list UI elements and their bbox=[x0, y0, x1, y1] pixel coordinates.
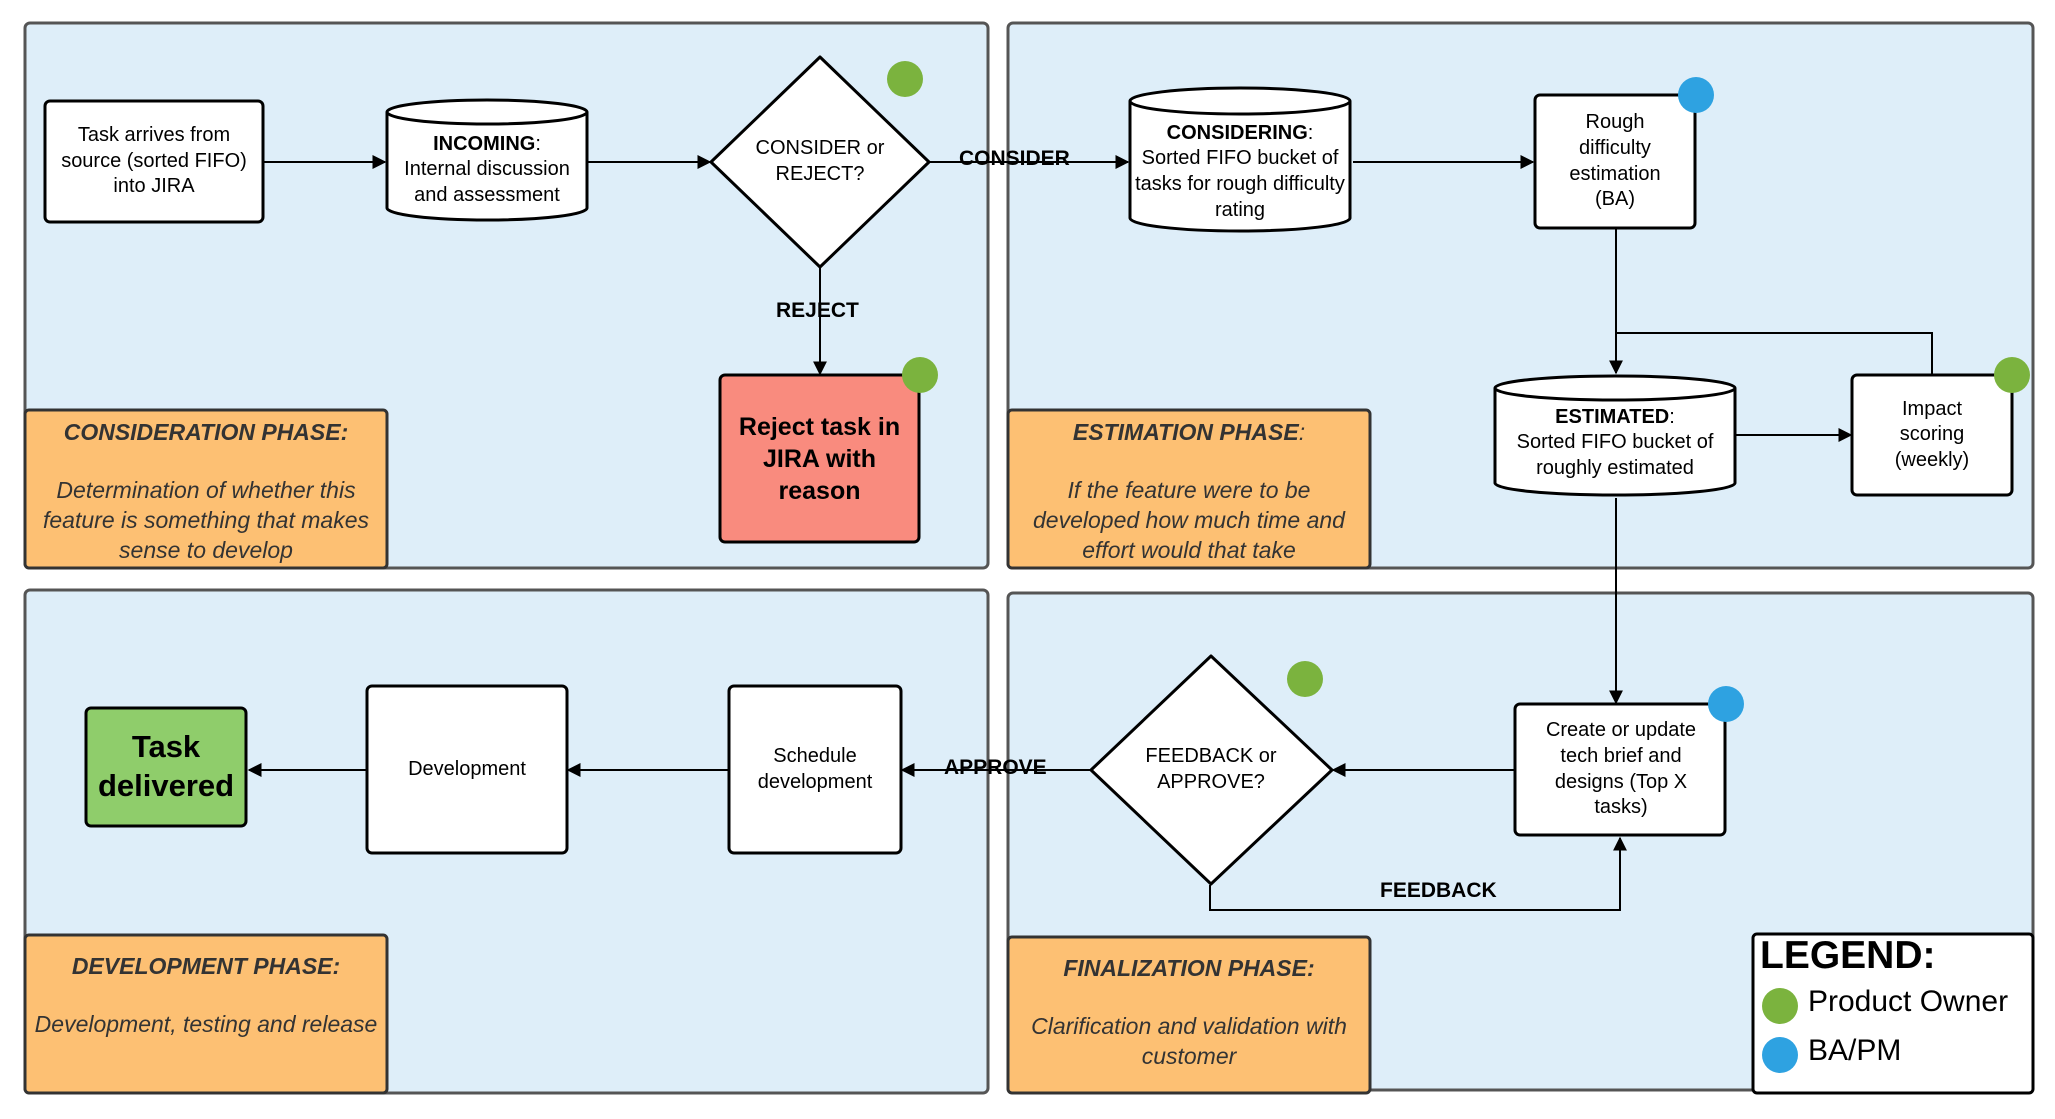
incoming-cylinder bbox=[385, 98, 589, 222]
task-delivered-label: Task delivered bbox=[97, 729, 235, 803]
task-arrives-label: Task arrives from source (sorted FIFO) i… bbox=[61, 124, 247, 198]
considering-cylinder bbox=[1128, 86, 1352, 233]
legend-product-owner-label: Product Owner bbox=[1808, 985, 2009, 1018]
estimation-phase-desc: If the feature were to be developed how … bbox=[1033, 476, 1345, 563]
development-label: Development bbox=[408, 757, 526, 780]
consider-reject-label: CONSIDER or REJECT? bbox=[755, 137, 885, 185]
estimation-phase-box bbox=[1006, 408, 1372, 570]
considering-title: CONSIDERING bbox=[1166, 121, 1308, 144]
consideration-phase-desc: Determination of whether this feature is… bbox=[43, 476, 369, 563]
impact-scoring-box bbox=[1850, 373, 2014, 497]
considering-desc: Sorted FIFO bucket of tasks for rough di… bbox=[1135, 147, 1345, 221]
incoming-desc: Internal discussion and assessment bbox=[404, 158, 570, 206]
product-owner-marker bbox=[902, 357, 938, 393]
edge-label-reject: REJECT bbox=[776, 299, 859, 322]
edge-impact-to-estimated bbox=[1616, 332, 1933, 375]
task-delivered-box bbox=[84, 706, 248, 828]
estimated-desc: Sorted FIFO bucket of roughly estimated bbox=[1516, 431, 1714, 479]
consideration-phase-text: CONSIDERATION PHASE: Determination of wh… bbox=[29, 418, 383, 566]
schedule-development-box bbox=[727, 684, 903, 855]
development-phase-text: DEVELOPMENT PHASE: Development, testing … bbox=[29, 952, 383, 1040]
legend-product-owner-dot bbox=[1762, 988, 1798, 1024]
estimated-label: ESTIMATED: Sorted FIFO bucket of roughly… bbox=[1498, 400, 1732, 486]
finalization-phase-desc: Clarification and validation with custom… bbox=[1031, 1012, 1347, 1069]
finalization-phase-title: FINALIZATION PHASE: bbox=[1063, 955, 1315, 981]
edge-feedback bbox=[1209, 836, 1627, 911]
consideration-phase-title: CONSIDERATION PHASE: bbox=[63, 419, 349, 445]
incoming-label: INCOMING: Internal discussion and assess… bbox=[388, 124, 586, 216]
ba-pm-marker bbox=[1708, 686, 1744, 722]
finalization-phase-text: FINALIZATION PHASE: Clarification and va… bbox=[1012, 954, 1366, 1072]
development-box bbox=[365, 684, 569, 855]
legend-box bbox=[1751, 932, 2035, 1095]
feedback-approve-diamond bbox=[1089, 654, 1334, 886]
consider-reject-diamond bbox=[709, 55, 931, 269]
impact-scoring-label: Impact scoring (weekly) bbox=[1894, 397, 1970, 471]
reject-task-box bbox=[718, 373, 921, 544]
development-phase-desc: Development, testing and release bbox=[34, 1010, 378, 1037]
development-phase-title: DEVELOPMENT PHASE: bbox=[71, 953, 341, 979]
edge-label-approve: APPROVE bbox=[944, 756, 1047, 779]
reject-task-label: Reject task in JIRA with reason bbox=[738, 412, 901, 505]
consideration-phase-box bbox=[23, 408, 389, 570]
ba-pm-marker bbox=[1678, 77, 1714, 113]
schedule-development-label: Schedule development bbox=[757, 744, 873, 793]
development-phase-box bbox=[23, 933, 389, 1095]
legend-ba-pm-dot bbox=[1762, 1037, 1798, 1073]
estimated-cylinder bbox=[1493, 374, 1737, 497]
legend-title: LEGEND: bbox=[1760, 934, 1936, 977]
tech-brief-box bbox=[1513, 702, 1727, 837]
task-arrives-box bbox=[43, 99, 265, 224]
considering-label: CONSIDERING: Sorted FIFO bucket of tasks… bbox=[1133, 116, 1347, 228]
estimated-title: ESTIMATED bbox=[1555, 405, 1670, 428]
feedback-approve-label: FEEDBACK or APPROVE? bbox=[1145, 745, 1277, 793]
rough-estimation-box bbox=[1533, 93, 1697, 230]
product-owner-marker bbox=[1287, 661, 1323, 697]
product-owner-marker bbox=[1994, 357, 2030, 393]
finalization-phase-box bbox=[1006, 935, 1372, 1095]
estimation-phase-text: ESTIMATION PHASE: If the feature were to… bbox=[1033, 419, 1345, 563]
incoming-title: INCOMING bbox=[433, 132, 536, 155]
tech-brief-label: Create or update tech brief and designs … bbox=[1545, 719, 1697, 819]
estimation-phase-title: ESTIMATION PHASE bbox=[1072, 419, 1299, 445]
legend-ba-pm-label: BA/PM bbox=[1808, 1034, 1902, 1067]
edge-label-feedback: FEEDBACK bbox=[1380, 879, 1497, 902]
product-owner-marker bbox=[887, 61, 923, 97]
rough-estimation-label: Rough difficulty estimation (BA) bbox=[1569, 111, 1661, 211]
edge-label-consider: CONSIDER bbox=[959, 147, 1070, 170]
